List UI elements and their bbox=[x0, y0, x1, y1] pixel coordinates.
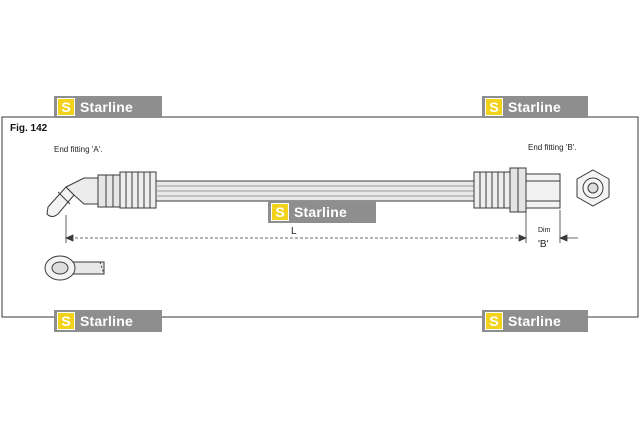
starline-watermark-bottom-right: S Starline bbox=[482, 310, 588, 332]
end-fitting-b-label: End fitting 'B'. bbox=[528, 143, 577, 152]
figure-label: Fig. 142 bbox=[10, 123, 48, 134]
watermark-text: Starline bbox=[80, 99, 133, 115]
figure-frame bbox=[1, 116, 639, 318]
dim-label: Dim bbox=[538, 227, 551, 234]
end-fitting-b-drawing bbox=[473, 167, 561, 213]
dimension-b bbox=[558, 210, 578, 243]
watermark-text: Starline bbox=[80, 313, 133, 329]
length-label: L bbox=[291, 226, 297, 237]
watermark-text: Starline bbox=[508, 313, 561, 329]
banjo-end-view bbox=[44, 255, 105, 281]
starline-watermark-bottom-left: S Starline bbox=[54, 310, 162, 332]
starline-logo-icon: S bbox=[485, 98, 503, 116]
starline-watermark-top-left: S Starline bbox=[54, 96, 162, 118]
dim-b-label: 'B' bbox=[538, 239, 549, 250]
hex-end-view bbox=[576, 169, 610, 207]
watermark-text: Starline bbox=[294, 204, 347, 220]
starline-logo-icon: S bbox=[485, 312, 503, 330]
end-fitting-a-label: End fitting 'A'. bbox=[54, 145, 103, 154]
hose-body bbox=[155, 180, 475, 202]
starline-watermark-center: S Starline bbox=[268, 201, 376, 223]
starline-logo-icon: S bbox=[57, 312, 75, 330]
end-fitting-a-drawing bbox=[46, 171, 157, 217]
starline-logo-icon: S bbox=[271, 203, 289, 221]
watermark-text: Starline bbox=[508, 99, 561, 115]
starline-logo-icon: S bbox=[57, 98, 75, 116]
dimension-l bbox=[64, 212, 528, 243]
starline-watermark-top-right: S Starline bbox=[482, 96, 588, 118]
